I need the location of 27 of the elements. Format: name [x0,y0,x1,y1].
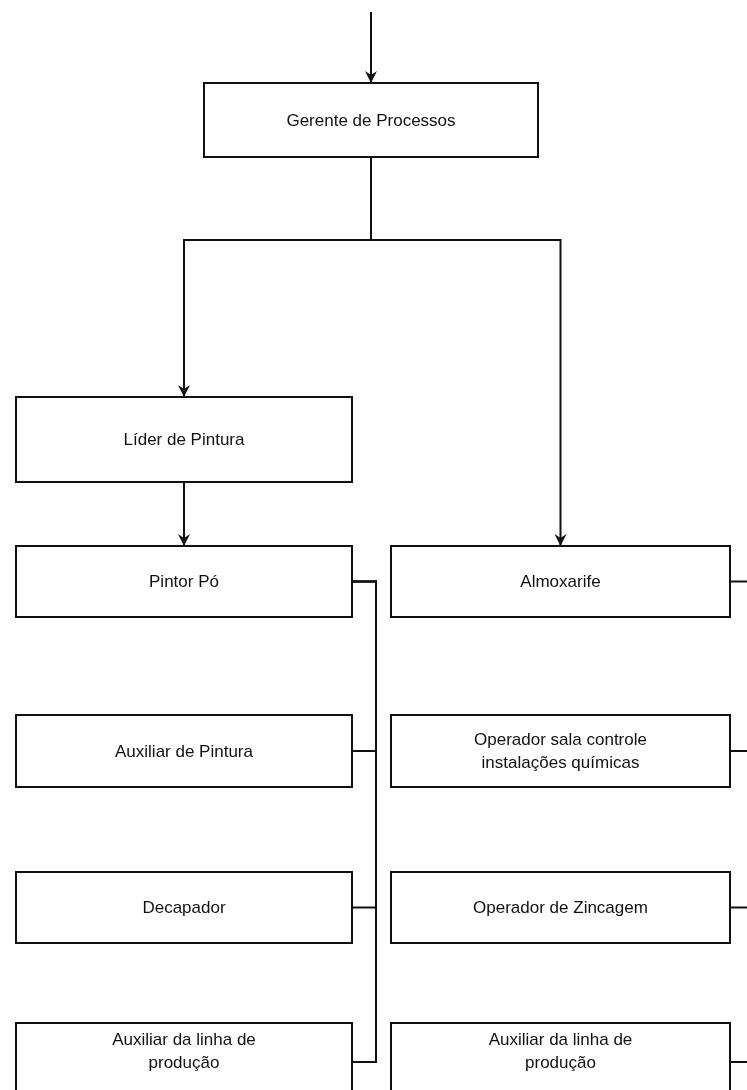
role-label: Gerente de Processos [285,109,457,132]
arrow [365,11,377,83]
role-label: Operador sala controle instalações químicas [473,729,648,774]
role-label: Líder de Pintura [122,429,246,451]
role-box [15,714,353,788]
role-label: Operador de Zincagem [472,897,649,919]
connector-line [730,750,747,752]
role-box [390,1022,731,1090]
role-box [390,545,731,618]
role-label: Auxiliar da linha de produção [487,1029,634,1074]
connector-line [730,1061,747,1063]
connector-line [730,906,747,909]
role-box [203,82,539,158]
role-box [390,714,731,788]
role-box [15,1022,353,1090]
role-box [390,871,731,944]
role-label: Pintor Pó [148,571,220,593]
role-label: Decapador [141,897,227,919]
arrow [178,482,190,546]
role-label: Almoxarife [519,571,602,593]
role-label: Auxiliar de Pintura [114,740,254,763]
role-box [15,545,353,618]
role-box [15,396,353,483]
connector-line [730,580,747,583]
role-box [15,871,353,944]
connector-line [352,580,377,1063]
role-label: Auxiliar da linha de produção [111,1029,257,1074]
